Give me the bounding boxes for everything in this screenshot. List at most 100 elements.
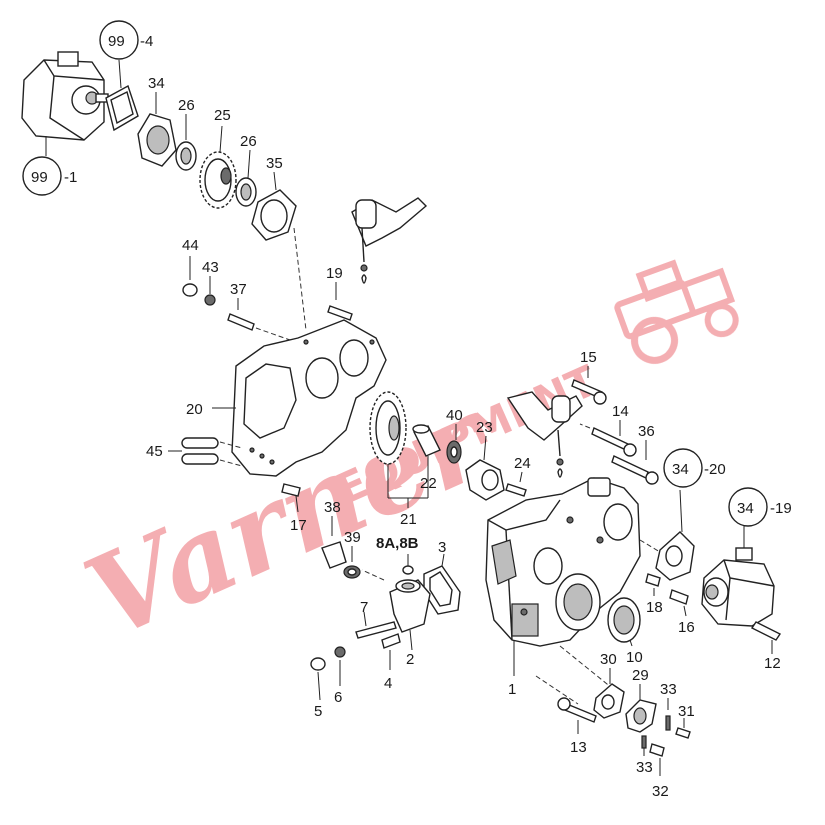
label-13: 13 <box>570 739 587 756</box>
label-33-a: 33 <box>660 681 677 698</box>
bearing-26-a: 26 <box>175 97 197 171</box>
label-35: 35 <box>266 155 283 172</box>
label-14: 14 <box>612 403 629 420</box>
label-22: 22 <box>420 475 437 492</box>
oil-seal-10: 10 <box>607 597 643 666</box>
gasket-3: 3 <box>423 539 461 615</box>
label-7: 7 <box>360 599 368 616</box>
bolt-19: 19 <box>326 265 353 321</box>
ref-99-1: 99 -1 <box>22 136 77 196</box>
label-19: 19 <box>326 265 343 282</box>
label-39: 39 <box>344 529 361 546</box>
label-26-b: 26 <box>240 133 257 150</box>
ref-34-20-suffix: -20 <box>704 461 726 478</box>
label-37: 37 <box>230 281 247 298</box>
label-23: 23 <box>476 419 493 436</box>
label-34: 34 <box>148 75 165 92</box>
label-16: 16 <box>678 619 695 636</box>
o-ring-39: 39 <box>343 529 361 579</box>
label-36: 36 <box>638 423 655 440</box>
label-3: 3 <box>438 539 446 556</box>
hydraulic-pump-top-left <box>21 51 109 141</box>
label-2: 2 <box>406 651 414 668</box>
gear-25: 25 <box>199 107 237 209</box>
label-6: 6 <box>334 689 342 706</box>
timing-plate-20: 20 <box>186 319 387 477</box>
ref-34-20-circle: 34 <box>672 461 689 478</box>
bolt-4: 4 <box>381 633 401 692</box>
label-20: 20 <box>186 401 203 418</box>
label-26-a: 26 <box>178 97 195 114</box>
label-45: 45 <box>146 443 163 460</box>
bolt-15: 15 <box>571 349 607 405</box>
sealant-applicator-middle-icon <box>506 391 583 478</box>
label-30: 30 <box>600 651 617 668</box>
bearing-26-b: 26 <box>235 133 257 207</box>
bracket-22-21: 22 21 <box>387 456 437 528</box>
pin-12: 12 <box>750 621 782 672</box>
ref-99-4: 99 -4 <box>99 20 153 89</box>
nut-5: 5 <box>310 657 326 720</box>
label-44: 44 <box>182 237 199 254</box>
bolt-17: 17 <box>281 483 307 534</box>
washer-6: 6 <box>334 646 346 706</box>
dowel-pins-45: 45 <box>146 437 243 467</box>
label-21: 21 <box>400 511 417 528</box>
label-38: 38 <box>324 499 341 516</box>
bolt-7: 7 <box>355 599 397 639</box>
pin-33-b: 33 <box>636 735 653 776</box>
flange-34: 34 <box>137 75 177 167</box>
label-24: 24 <box>514 455 531 472</box>
sealant-applicator-top-icon <box>351 197 428 284</box>
ref-34-19-circle: 34 <box>737 500 754 517</box>
ref-34-19-suffix: -19 <box>770 500 792 517</box>
label-5: 5 <box>314 703 322 720</box>
label-18: 18 <box>646 599 663 616</box>
label-10: 10 <box>626 649 643 666</box>
nut-44: 44 <box>182 237 199 297</box>
shaft-23: 23 <box>465 419 505 501</box>
bushing-22 <box>412 424 441 457</box>
label-33-b: 33 <box>636 759 653 776</box>
cap-38: 38 <box>321 499 347 569</box>
label-29: 29 <box>632 667 649 684</box>
screw-32: 32 <box>649 743 669 800</box>
screw-31: 31 <box>675 703 695 739</box>
label-15: 15 <box>580 349 597 366</box>
label-17: 17 <box>290 517 307 534</box>
bolt-14: 14 <box>579 403 637 457</box>
bolt-36: 36 <box>611 423 659 485</box>
stud-37: 37 <box>227 281 291 341</box>
label-8ab: 8A,8B <box>376 535 419 552</box>
pin-33-a: 33 <box>660 681 677 731</box>
gasket-34-20: 34 -20 <box>639 448 726 581</box>
label-25: 25 <box>214 107 231 124</box>
plug-18: 18 <box>645 573 663 616</box>
label-1: 1 <box>508 681 516 698</box>
label-32: 32 <box>652 783 669 800</box>
label-4: 4 <box>384 675 392 692</box>
label-40: 40 <box>446 407 463 424</box>
cover-29: 29 <box>625 667 657 733</box>
ref-99-4-circle: 99 <box>108 33 125 50</box>
ref-99-1-suffix: -1 <box>64 169 77 186</box>
hydraulic-pump-right: 34 -19 <box>701 487 792 627</box>
plug-8a-8b: 8A,8B <box>376 535 419 575</box>
bolt-13: 13 <box>557 697 597 756</box>
gasket-30: 30 <box>593 651 625 719</box>
label-12: 12 <box>764 655 781 672</box>
tractor-logo-icon <box>614 259 739 364</box>
seal-plate-35: 35 <box>251 155 307 331</box>
thrust-washer-40: 40 <box>446 407 463 464</box>
idler-gear-21 <box>369 391 407 465</box>
elbow-fitting-2: 2 <box>361 569 431 668</box>
label-31: 31 <box>678 703 695 720</box>
label-43: 43 <box>202 259 219 276</box>
washer-43: 43 <box>202 259 219 306</box>
bolt-16: 16 <box>669 589 695 636</box>
ref-99-1-circle: 99 <box>31 169 48 186</box>
ref-99-4-suffix: -4 <box>140 33 153 50</box>
gasket-pump <box>105 84 139 132</box>
bolt-24: 24 <box>505 455 531 497</box>
